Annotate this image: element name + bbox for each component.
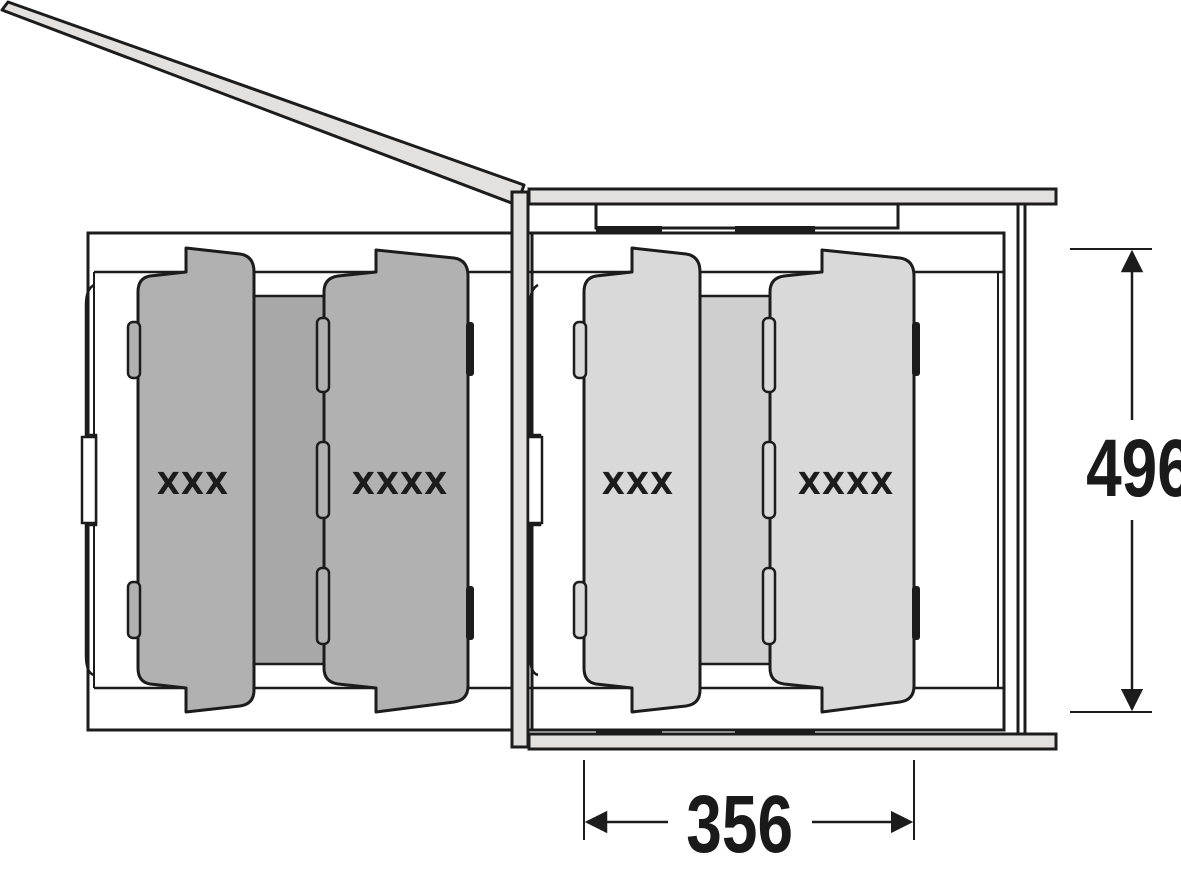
- bin-label-small-retracted: XXX: [602, 467, 674, 502]
- cabinet-back-wall: [1016, 202, 1027, 736]
- cabinet-panel-top: [527, 187, 1058, 206]
- bin-label-large-extended: XXXX: [352, 467, 449, 502]
- drawer-front-panel: [510, 190, 530, 749]
- cabinet-panel-bottom: [527, 732, 1058, 751]
- cabinet-door-open: [0, 0, 526, 207]
- bin-large-retracted: [768, 248, 916, 714]
- dimension-width-label: 356: [686, 779, 794, 870]
- dimension-depth-label: 496: [1086, 428, 1181, 510]
- dimension-width: [583, 760, 915, 840]
- bin-group-retracted: XXX XXXX: [572, 246, 920, 714]
- bin-small-extended: [136, 246, 256, 714]
- bin-large-extended: [322, 248, 470, 714]
- bin-label-small-extended: XXX: [157, 467, 229, 502]
- bin-group-extended: XXX XXXX: [126, 246, 474, 714]
- bin-label-large-retracted: XXXX: [798, 467, 895, 502]
- dimension-depth: [1070, 248, 1152, 713]
- drawer-runner-top: [594, 202, 900, 232]
- bin-small-retracted: [582, 246, 702, 714]
